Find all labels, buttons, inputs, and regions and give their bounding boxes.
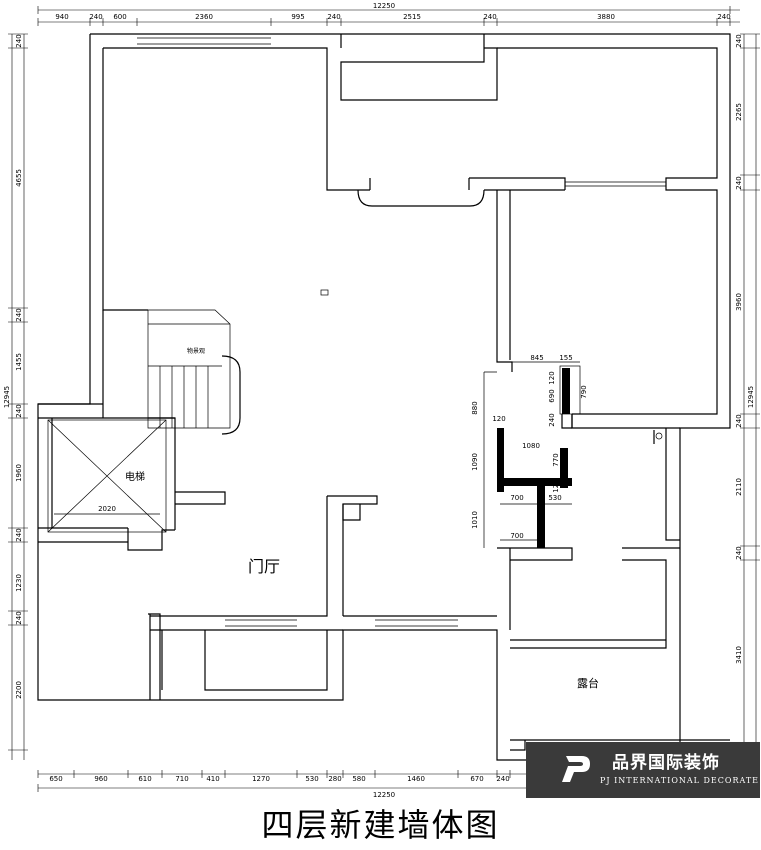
- elevator-box: [47, 419, 167, 533]
- dim-top-total: 12250: [373, 2, 395, 10]
- dim-left: 2200: [15, 681, 23, 699]
- brand-logo: 品界国际装饰 PJ INTERNATIONAL DECORATE: [526, 742, 760, 798]
- dim-left: 240: [15, 404, 23, 417]
- dim-bottom: 280: [328, 775, 341, 783]
- dimension-labels: 12250 940 240 600 2360 995 240 2515 240 …: [3, 2, 755, 799]
- dim-bottom: 1460: [407, 775, 425, 783]
- floor-plan: 12250 940 240 600 2360 995 240 2515 240 …: [3, 2, 760, 799]
- dim-top: 940: [55, 13, 68, 21]
- dim-left: 1455: [15, 353, 23, 371]
- dim-bottom: 710: [175, 775, 188, 783]
- dim-bottom-total: 12250: [373, 791, 395, 799]
- dim-inner: 530: [548, 494, 561, 502]
- dim-right: 240: [735, 414, 743, 427]
- dim-bottom: 410: [206, 775, 219, 783]
- dim-top: 240: [717, 13, 730, 21]
- room-label-elevator: 电梯: [125, 470, 145, 483]
- dim-top: 240: [89, 13, 102, 21]
- dim-right: 3960: [735, 293, 743, 311]
- dimension-lines: [8, 6, 760, 792]
- room-label-foyer: 门厅: [248, 557, 280, 576]
- dim-inner: 770: [552, 453, 560, 466]
- dim-top: 2515: [403, 13, 421, 21]
- dim-inner: 1080: [522, 442, 540, 450]
- dim-left: 240: [15, 34, 23, 47]
- dim-inner: 790: [580, 385, 588, 398]
- dim-right-total: 12945: [747, 386, 755, 408]
- inner-dimensions: 845 155 120 690 790 880 240 120 1080 770…: [54, 354, 588, 548]
- dim-inner: 1090: [471, 453, 479, 471]
- dim-top: 600: [113, 13, 126, 21]
- dim-right: 2265: [735, 103, 743, 121]
- room-label-note: 物景观: [187, 347, 205, 355]
- room-labels: 门厅 电梯 露台 物景观: [125, 347, 599, 690]
- room-label-terrace: 露台: [577, 676, 599, 690]
- dim-left: 240: [15, 308, 23, 321]
- dim-top: 995: [291, 13, 304, 21]
- dim-inner: 240: [548, 413, 556, 426]
- dim-right: 2110: [735, 478, 743, 496]
- dim-bottom: 240: [496, 775, 509, 783]
- dim-right: 3410: [735, 646, 743, 664]
- dim-left: 240: [15, 611, 23, 624]
- dim-top: 2360: [195, 13, 213, 21]
- dim-inner: 880: [471, 401, 479, 414]
- dim-inner: 700: [510, 532, 523, 540]
- dim-left: 4655: [15, 169, 23, 187]
- dim-top: 240: [483, 13, 496, 21]
- dim-right: 240: [735, 546, 743, 559]
- dim-left-total: 12945: [3, 386, 11, 408]
- dim-bottom: 1270: [252, 775, 270, 783]
- dim-bottom: 530: [305, 775, 318, 783]
- dim-inner: 120: [552, 479, 560, 492]
- dim-bottom: 670: [470, 775, 483, 783]
- dim-left: 240: [15, 528, 23, 541]
- brand-name-cn: 品界国际装饰: [612, 753, 720, 773]
- dim-bottom: 580: [352, 775, 365, 783]
- dim-bottom: 650: [49, 775, 62, 783]
- dim-inner: 120: [492, 415, 505, 423]
- dim-top: 240: [327, 13, 340, 21]
- dim-inner: 700: [510, 494, 523, 502]
- dim-inner: 120: [548, 371, 556, 384]
- dim-inner: 690: [548, 389, 556, 402]
- dim-left: 1230: [15, 574, 23, 592]
- dim-inner: 2020: [98, 505, 116, 513]
- dim-left: 1960: [15, 464, 23, 482]
- dim-inner: 1010: [471, 511, 479, 529]
- dim-bottom: 960: [94, 775, 107, 783]
- dim-inner: 845: [530, 354, 543, 362]
- dim-right: 240: [735, 34, 743, 47]
- new-walls: [497, 368, 572, 548]
- dim-right: 240: [735, 176, 743, 189]
- walls: [37, 33, 731, 761]
- brand-mark-icon: [562, 756, 590, 782]
- dim-top: 3880: [597, 13, 615, 21]
- dim-inner: 155: [559, 354, 572, 362]
- dim-bottom: 610: [138, 775, 151, 783]
- page-title: 四层新建墙体图: [261, 806, 500, 844]
- brand-name-en: PJ INTERNATIONAL DECORATE: [600, 776, 759, 785]
